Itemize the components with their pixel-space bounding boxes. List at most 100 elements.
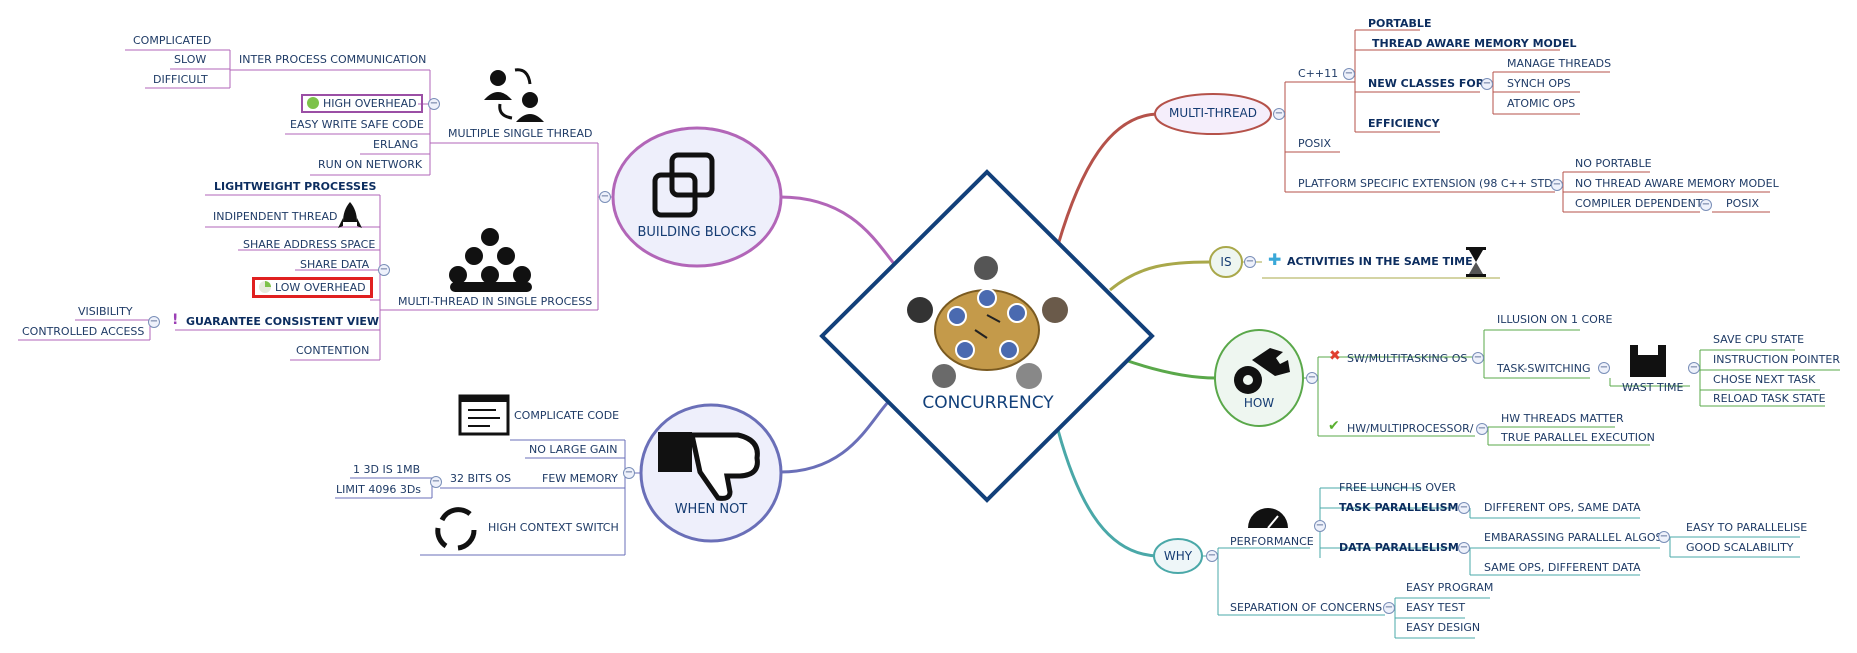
different-ops-same-data[interactable]: DIFFERENT OPS, SAME DATA [1484,501,1641,514]
few-memory[interactable]: FEW MEMORY [542,472,618,485]
collapse-toggle[interactable]: − [1658,531,1670,543]
collapse-toggle[interactable]: − [378,264,390,276]
high-overhead-item[interactable]: HIGH OVERHEAD [301,94,423,113]
contention[interactable]: CONTENTION [296,344,370,357]
task-parallelism[interactable]: TASK PARALLELISM [1339,501,1459,514]
true-parallel-execution[interactable]: TRUE PARALLEL EXECUTION [1501,431,1655,444]
share-address-space[interactable]: SHARE ADDRESS SPACE [243,238,376,251]
share-data[interactable]: SHARE DATA [300,258,370,271]
hw-threads-matter[interactable]: HW THREADS MATTER [1501,412,1624,425]
efficiency[interactable]: EFFICIENCY [1368,117,1440,130]
ipc-complicated[interactable]: COMPLICATED [133,34,212,47]
low-overhead-item[interactable]: LOW OVERHEAD [252,277,373,298]
collapse-toggle[interactable]: − [430,476,442,488]
compiler-posix[interactable]: POSIX [1726,197,1760,210]
collapse-toggle[interactable]: − [1206,550,1218,562]
collapse-toggle[interactable]: − [1343,68,1355,80]
collapse-toggle[interactable]: − [1476,423,1488,435]
performance-label[interactable]: PERFORMANCE [1230,535,1314,548]
easy-test[interactable]: EASY TEST [1406,601,1466,614]
why-title[interactable]: WHY [1163,549,1193,563]
synch-ops[interactable]: SYNCH OPS [1507,77,1571,90]
posix-label[interactable]: POSIX [1298,137,1332,150]
is-title[interactable]: IS [1220,255,1232,269]
high-context-switch[interactable]: HIGH CONTEXT SWITCH [488,521,619,534]
easy-to-parallelise[interactable]: EASY TO PARALLELISE [1686,521,1808,534]
platform-specific-extension[interactable]: PLATFORM SPECIFIC EXTENSION (98 C++ STD) [1298,177,1557,190]
manage-threads[interactable]: MANAGE THREADS [1507,57,1612,70]
terminal-window-icon [458,394,510,436]
collapse-toggle[interactable]: − [1700,199,1712,211]
multi-thread-node[interactable] [1154,93,1272,135]
easy-program[interactable]: EASY PROGRAM [1406,581,1494,594]
reload-task-state[interactable]: RELOAD TASK STATE [1713,392,1826,405]
separation-of-concerns[interactable]: SEPARATION OF CONCERNS [1230,601,1383,614]
collapse-toggle[interactable]: − [1472,352,1484,364]
collapse-toggle[interactable]: − [1481,78,1493,90]
branch-building-blocks [779,195,897,266]
how-title[interactable]: HOW [1243,396,1275,410]
bits-os[interactable]: 32 BITS OS [450,472,512,485]
lightweight-processes[interactable]: LIGHTWEIGHT PROCESSES [214,180,377,193]
no-portable[interactable]: NO PORTABLE [1575,157,1652,170]
save-cpu-state[interactable]: SAVE CPU STATE [1713,333,1805,346]
collapse-toggle[interactable]: − [1688,362,1700,374]
erlang[interactable]: ERLANG [373,138,419,151]
same-ops-different-data[interactable]: SAME OPS, DIFFERENT DATA [1484,561,1641,574]
collapse-toggle[interactable]: − [148,316,160,328]
ipc-label[interactable]: INTER PROCESS COMMUNICATION [239,53,427,66]
collapse-toggle[interactable]: − [1306,372,1318,384]
center-title[interactable]: CONCURRENCY [922,393,1054,413]
independent-thread[interactable]: INDIPENDENT THREAD [213,210,338,223]
collapse-toggle[interactable]: − [1598,362,1610,374]
no-large-gain[interactable]: NO LARGE GAIN [529,443,618,456]
cross-icon: ✖ [1329,348,1341,364]
controlled-access[interactable]: CONTROLLED ACCESS [22,325,145,338]
instruction-pointer[interactable]: INSTRUCTION POINTER [1713,353,1840,366]
chose-next-task[interactable]: CHOSE NEXT TASK [1713,373,1816,386]
ipc-difficult[interactable]: DIFFICULT [153,73,208,86]
activities-same-time[interactable]: ACTIVITIES IN THE SAME TIME [1287,255,1473,268]
task-switching[interactable]: TASK-SWITCHING [1497,362,1591,375]
collapse-toggle[interactable]: − [1458,502,1470,514]
memory-limit-3ds[interactable]: LIMIT 4096 3Ds [336,483,422,496]
collapse-toggle[interactable]: − [1551,179,1563,191]
ipc-slow[interactable]: SLOW [174,53,207,66]
memory-3d-1mb[interactable]: 1 3D IS 1MB [353,463,421,476]
complicate-code[interactable]: COMPLICATE CODE [514,409,620,422]
compiler-dependent[interactable]: COMPILER DEPENDENT [1575,197,1703,210]
when-not-title[interactable]: WHEN NOT [674,502,748,517]
sw-multitasking-os[interactable]: SW/MULTITASKING OS [1347,352,1468,365]
no-thread-aware-memory-model[interactable]: NO THREAD AWARE MEMORY MODEL [1575,177,1779,190]
multiple-single-thread-label[interactable]: MULTIPLE SINGLE THREAD [448,127,593,140]
multi-thread-title[interactable]: MULTI-THREAD [1169,106,1257,120]
collapse-toggle[interactable]: − [1273,108,1285,120]
embarassing-parallel-algos[interactable]: EMBARASSING PARALLEL ALGOS [1484,531,1663,544]
easy-design[interactable]: EASY DESIGN [1406,621,1481,634]
collapse-toggle[interactable]: − [1244,256,1256,268]
wast-time[interactable]: WAST TIME [1622,381,1684,394]
collapse-toggle[interactable]: − [1458,542,1470,554]
portable[interactable]: PORTABLE [1368,17,1432,30]
collapse-toggle[interactable]: − [428,98,440,110]
collapse-toggle[interactable]: − [1383,602,1395,614]
multi-thread-lines [1273,29,1770,213]
multi-thread-single-process-label[interactable]: MULTI-THREAD IN SINGLE PROCESS [398,295,593,308]
collapse-toggle[interactable]: − [1314,520,1326,532]
atomic-ops[interactable]: ATOMIC OPS [1507,97,1576,110]
collapse-toggle[interactable]: − [599,191,611,203]
data-parallelism[interactable]: DATA PARALLELISM [1339,541,1459,554]
cpp11-label[interactable]: C++11 [1298,67,1339,80]
easy-write-safe-code[interactable]: EASY WRITE SAFE CODE [290,118,424,131]
visibility[interactable]: VISIBILITY [78,305,133,318]
guarantee-consistent-view[interactable]: GUARANTEE CONSISTENT VIEW [186,315,380,328]
run-on-network[interactable]: RUN ON NETWORK [318,158,423,171]
collapse-toggle[interactable]: − [623,467,635,479]
hw-multiprocessor[interactable]: HW/MULTIPROCESSOR/ [1347,422,1474,435]
new-classes-for[interactable]: NEW CLASSES FOR [1368,77,1485,90]
good-scalability[interactable]: GOOD SCALABILITY [1686,541,1794,554]
thread-aware-memory-model[interactable]: THREAD AWARE MEMORY MODEL [1372,37,1577,50]
building-blocks-title[interactable]: BUILDING BLOCKS [637,225,757,240]
free-lunch[interactable]: FREE LUNCH IS OVER [1339,481,1456,494]
illusion-one-core[interactable]: ILLUSION ON 1 CORE [1497,313,1613,326]
